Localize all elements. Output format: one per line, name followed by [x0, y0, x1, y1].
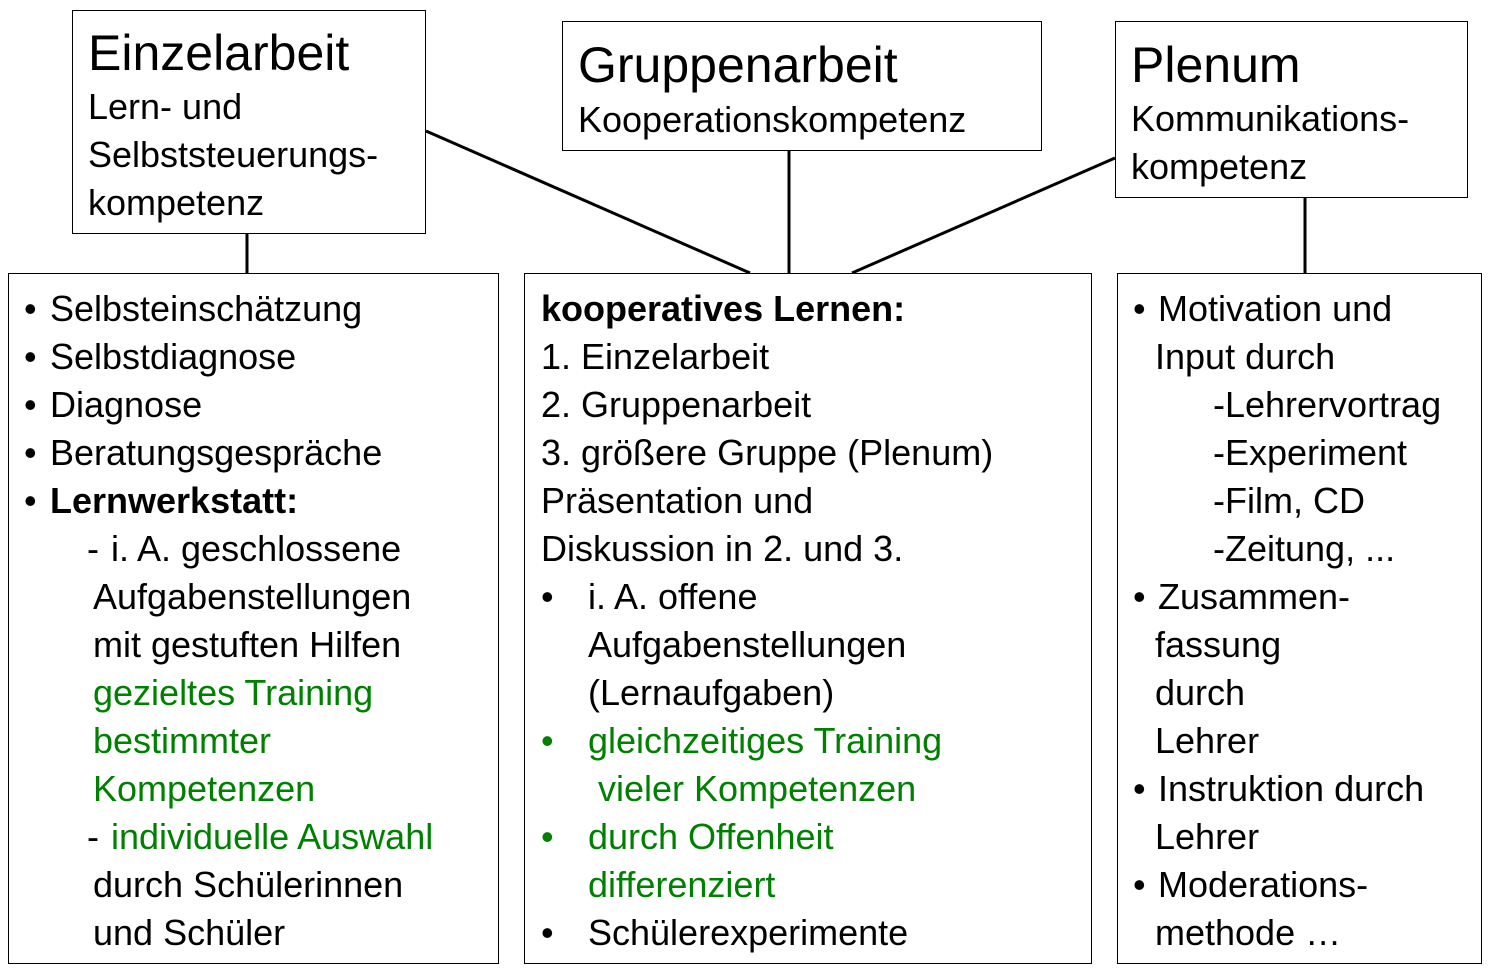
middle-column-line: 3. größere Gruppe (Plenum) — [541, 432, 994, 473]
right-column-line: -Film, CD — [1213, 480, 1365, 521]
connector-plenum-middle — [851, 156, 1116, 275]
middle-column-line: gleichzeitiges Training — [588, 720, 943, 761]
box-middle-details — [524, 273, 1092, 964]
box-einzelarbeit — [72, 10, 426, 234]
plenum-title: Plenum — [1131, 37, 1301, 93]
einzelarbeit-title: Einzelarbeit — [88, 25, 350, 81]
right-column-line: Instruktion durch — [1158, 768, 1425, 809]
left-column-line: individuelle Auswahl — [111, 816, 434, 857]
left-column-line: Kompetenzen — [93, 768, 316, 809]
middle-column-line: (Lernaufgaben) — [588, 672, 835, 713]
box-plenum — [1115, 21, 1468, 198]
box-gruppenarbeit — [562, 21, 1042, 151]
dash-marker: - — [87, 816, 99, 857]
box-right-details — [1117, 273, 1482, 964]
left-column-line: Beratungsgespräche — [50, 432, 383, 473]
einzelarbeit-sub-1: Lern- und — [88, 86, 243, 127]
left-column-line: mit gestuften Hilfen — [93, 624, 402, 665]
plenum-sub-1: Kommunikations- — [1131, 98, 1410, 139]
left-column-line: Aufgabenstellungen — [93, 576, 412, 617]
left-column-line: Lernwerkstatt: — [50, 480, 299, 521]
gruppenarbeit-title: Gruppenarbeit — [578, 37, 898, 93]
dash-marker: - — [87, 528, 99, 569]
right-column-line: -Zeitung, ... — [1213, 528, 1396, 569]
middle-column-line: vieler Kompetenzen — [588, 768, 917, 809]
left-column-line: Diagnose — [50, 384, 203, 425]
bullet-marker: • — [24, 336, 37, 377]
left-column-line: Selbstdiagnose — [50, 336, 297, 377]
left-column-line: bestimmter — [93, 720, 272, 761]
left-column-line: Selbsteinschätzung — [50, 288, 363, 329]
right-column-line: Zusammen- — [1158, 576, 1351, 617]
middle-column-line: Schülerexperimente — [588, 912, 909, 953]
connector-einzel-middle — [425, 129, 751, 275]
right-column-line: fassung — [1155, 624, 1282, 665]
right-column-line: methode … — [1155, 912, 1342, 953]
left-column-line: und Schüler — [93, 912, 286, 953]
bullet-marker: • — [1133, 864, 1146, 905]
einzelarbeit-sub-2: Selbststeuerungs- — [88, 134, 379, 175]
bullet-marker: • — [24, 384, 37, 425]
middle-column-line: differenziert — [588, 864, 776, 905]
right-column-line: Lehrer — [1155, 816, 1260, 857]
middle-column-line: Aufgabenstellungen — [588, 624, 907, 665]
middle-column-line: kooperatives Lernen: — [541, 288, 906, 329]
middle-column-line: 1. Einzelarbeit — [541, 336, 770, 377]
bullet-marker: • — [1133, 768, 1146, 809]
right-column-line: Lehrer — [1155, 720, 1260, 761]
box-left-details — [8, 273, 499, 964]
middle-column-line: durch Offenheit — [588, 816, 834, 857]
middle-column-line: 2. Gruppenarbeit — [541, 384, 812, 425]
right-column-line: Moderations- — [1158, 864, 1369, 905]
right-column-line: Input durch — [1155, 336, 1336, 377]
bullet-marker: • — [24, 288, 37, 329]
plenum-sub-2: kompetenz — [1131, 146, 1308, 187]
right-column-line: -Lehrervortrag — [1213, 384, 1442, 425]
bullet-marker: • — [24, 432, 37, 473]
bullet-marker: • — [1133, 576, 1146, 617]
bullet-marker: • — [1133, 288, 1146, 329]
bullet-marker: • — [541, 576, 554, 617]
right-column-line: -Experiment — [1213, 432, 1408, 473]
middle-column-line: Präsentation und — [541, 480, 814, 521]
bullet-marker: • — [541, 720, 554, 761]
left-column-line: gezieltes Training — [93, 672, 374, 713]
left-column-line: i. A. geschlossene — [111, 528, 402, 569]
bullet-marker: • — [541, 816, 554, 857]
left-column-line: durch Schülerinnen — [93, 864, 404, 905]
right-column-line: Motivation und — [1158, 288, 1393, 329]
right-column-line: durch — [1155, 672, 1246, 713]
middle-column-line: Diskussion in 2. und 3. — [541, 528, 904, 569]
middle-column-line: i. A. offene — [588, 576, 758, 617]
bullet-marker: • — [24, 480, 37, 521]
einzelarbeit-sub-3: kompetenz — [88, 182, 265, 223]
gruppenarbeit-sub-1: Kooperationskompetenz — [578, 99, 967, 140]
bullet-marker: • — [541, 912, 554, 953]
